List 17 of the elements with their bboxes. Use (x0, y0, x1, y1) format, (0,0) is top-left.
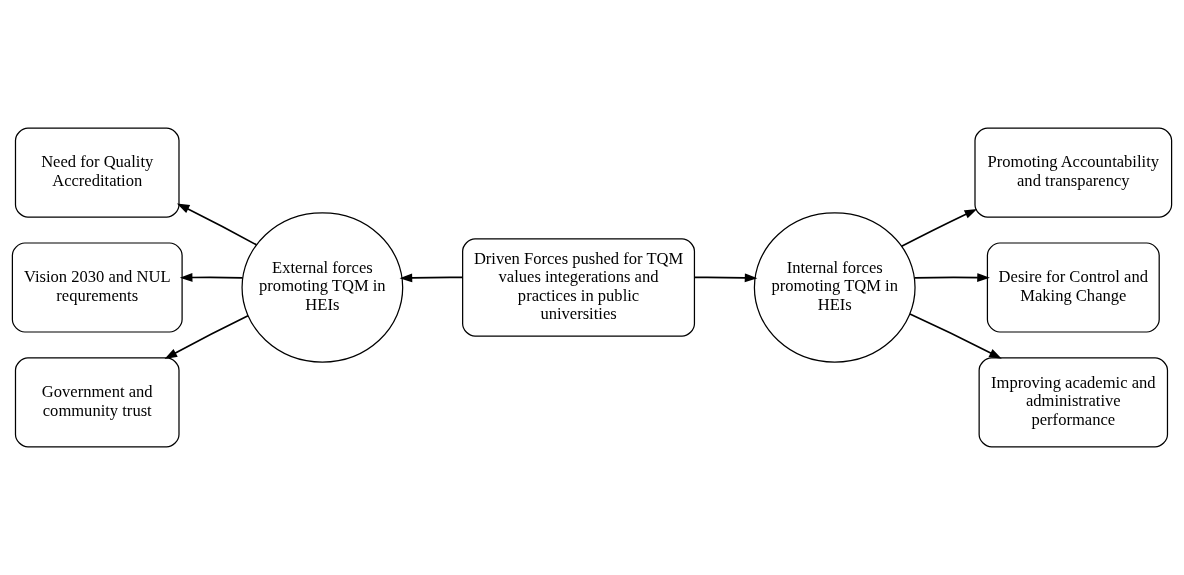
arrow (909, 313, 1002, 359)
node-circle: Internal forces promoting TQM in HEIs (753, 212, 916, 363)
arrow (693, 273, 758, 283)
node-box: Driven Forces pushed for TQM values integerations and practices in public universities (462, 238, 696, 337)
node-box: Improving academic and administrative performance (978, 357, 1169, 448)
node-box: Desire for Control and Making Change (986, 242, 1160, 333)
arrow (176, 203, 258, 246)
arrow (913, 273, 990, 282)
node-box: Vision 2030 and NUL requrements (11, 242, 183, 333)
node-box: Need for Quality Accreditation (14, 127, 180, 218)
node-box: Government and community trust (14, 357, 180, 448)
node-circle: External forces promoting TQM in HEIs (241, 212, 404, 363)
arrow (179, 273, 244, 282)
node-box: Promoting Accountability and transparency (974, 127, 1173, 218)
arrow (900, 208, 978, 248)
arrow (399, 273, 464, 283)
arrow (164, 314, 249, 359)
